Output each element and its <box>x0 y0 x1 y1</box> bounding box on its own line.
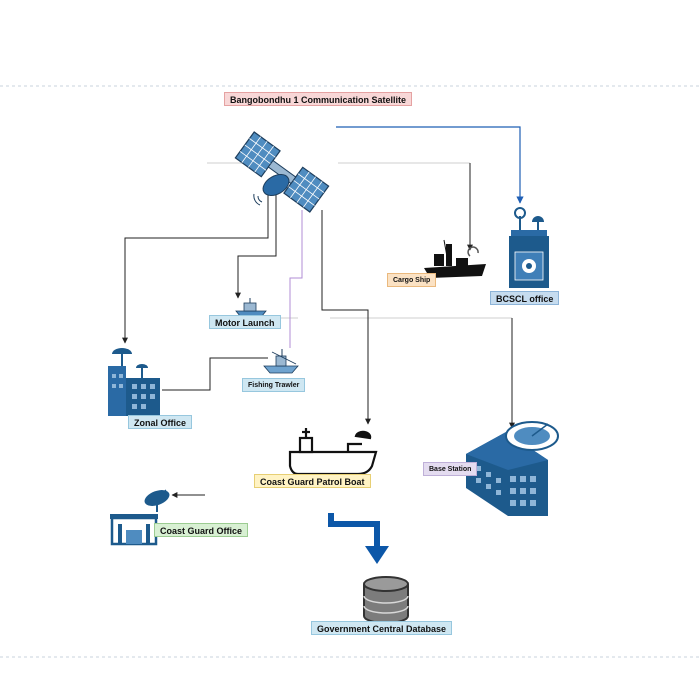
base-station-label: Base Station <box>423 462 478 476</box>
satellite-dish-icon <box>144 489 170 512</box>
base-station-icon <box>466 421 559 516</box>
bcscl-office-icon <box>509 207 549 288</box>
fishing-trawler-icon <box>263 349 299 374</box>
motor-launch-icon <box>235 298 267 317</box>
patrol-boat-label: Coast Guard Patrol Boat <box>254 474 371 488</box>
arrow-to-zonal-office <box>122 195 269 344</box>
big-flow-arrowhead <box>365 546 389 564</box>
bcscl-office-label: BCSCL office <box>490 291 560 305</box>
zonal-office-icon <box>108 348 160 416</box>
satellite-icon <box>234 131 330 213</box>
motor-launch-label: Motor Launch <box>209 315 281 329</box>
satellite-title-label: Bangobondhu 1 Communication Satellite <box>224 92 413 106</box>
coast-guard-office-label: Coast Guard Office <box>154 523 249 537</box>
coast-guard-patrol-boat-icon <box>288 428 378 476</box>
arrow-to-motor-launch <box>235 195 277 299</box>
database-label: Government Central Database <box>311 621 453 635</box>
coast-guard-office-icon <box>110 514 158 546</box>
faint-lines <box>207 162 512 319</box>
zonal-office-label: Zonal Office <box>128 415 193 429</box>
fishing-trawler-label: Fishing Trawler <box>242 378 306 392</box>
arrow-to-fishing-trawler <box>289 210 303 348</box>
database-icon <box>363 576 409 624</box>
cargo-ship-icon <box>424 239 486 278</box>
cargo-ship-label: Cargo Ship <box>387 273 437 287</box>
arrow-to-bcscl-office <box>336 126 524 204</box>
arrow-to-patrol-boat <box>321 210 371 425</box>
arrow-fishing-trawler-link <box>162 357 268 391</box>
big-flow-arrow <box>328 513 380 548</box>
